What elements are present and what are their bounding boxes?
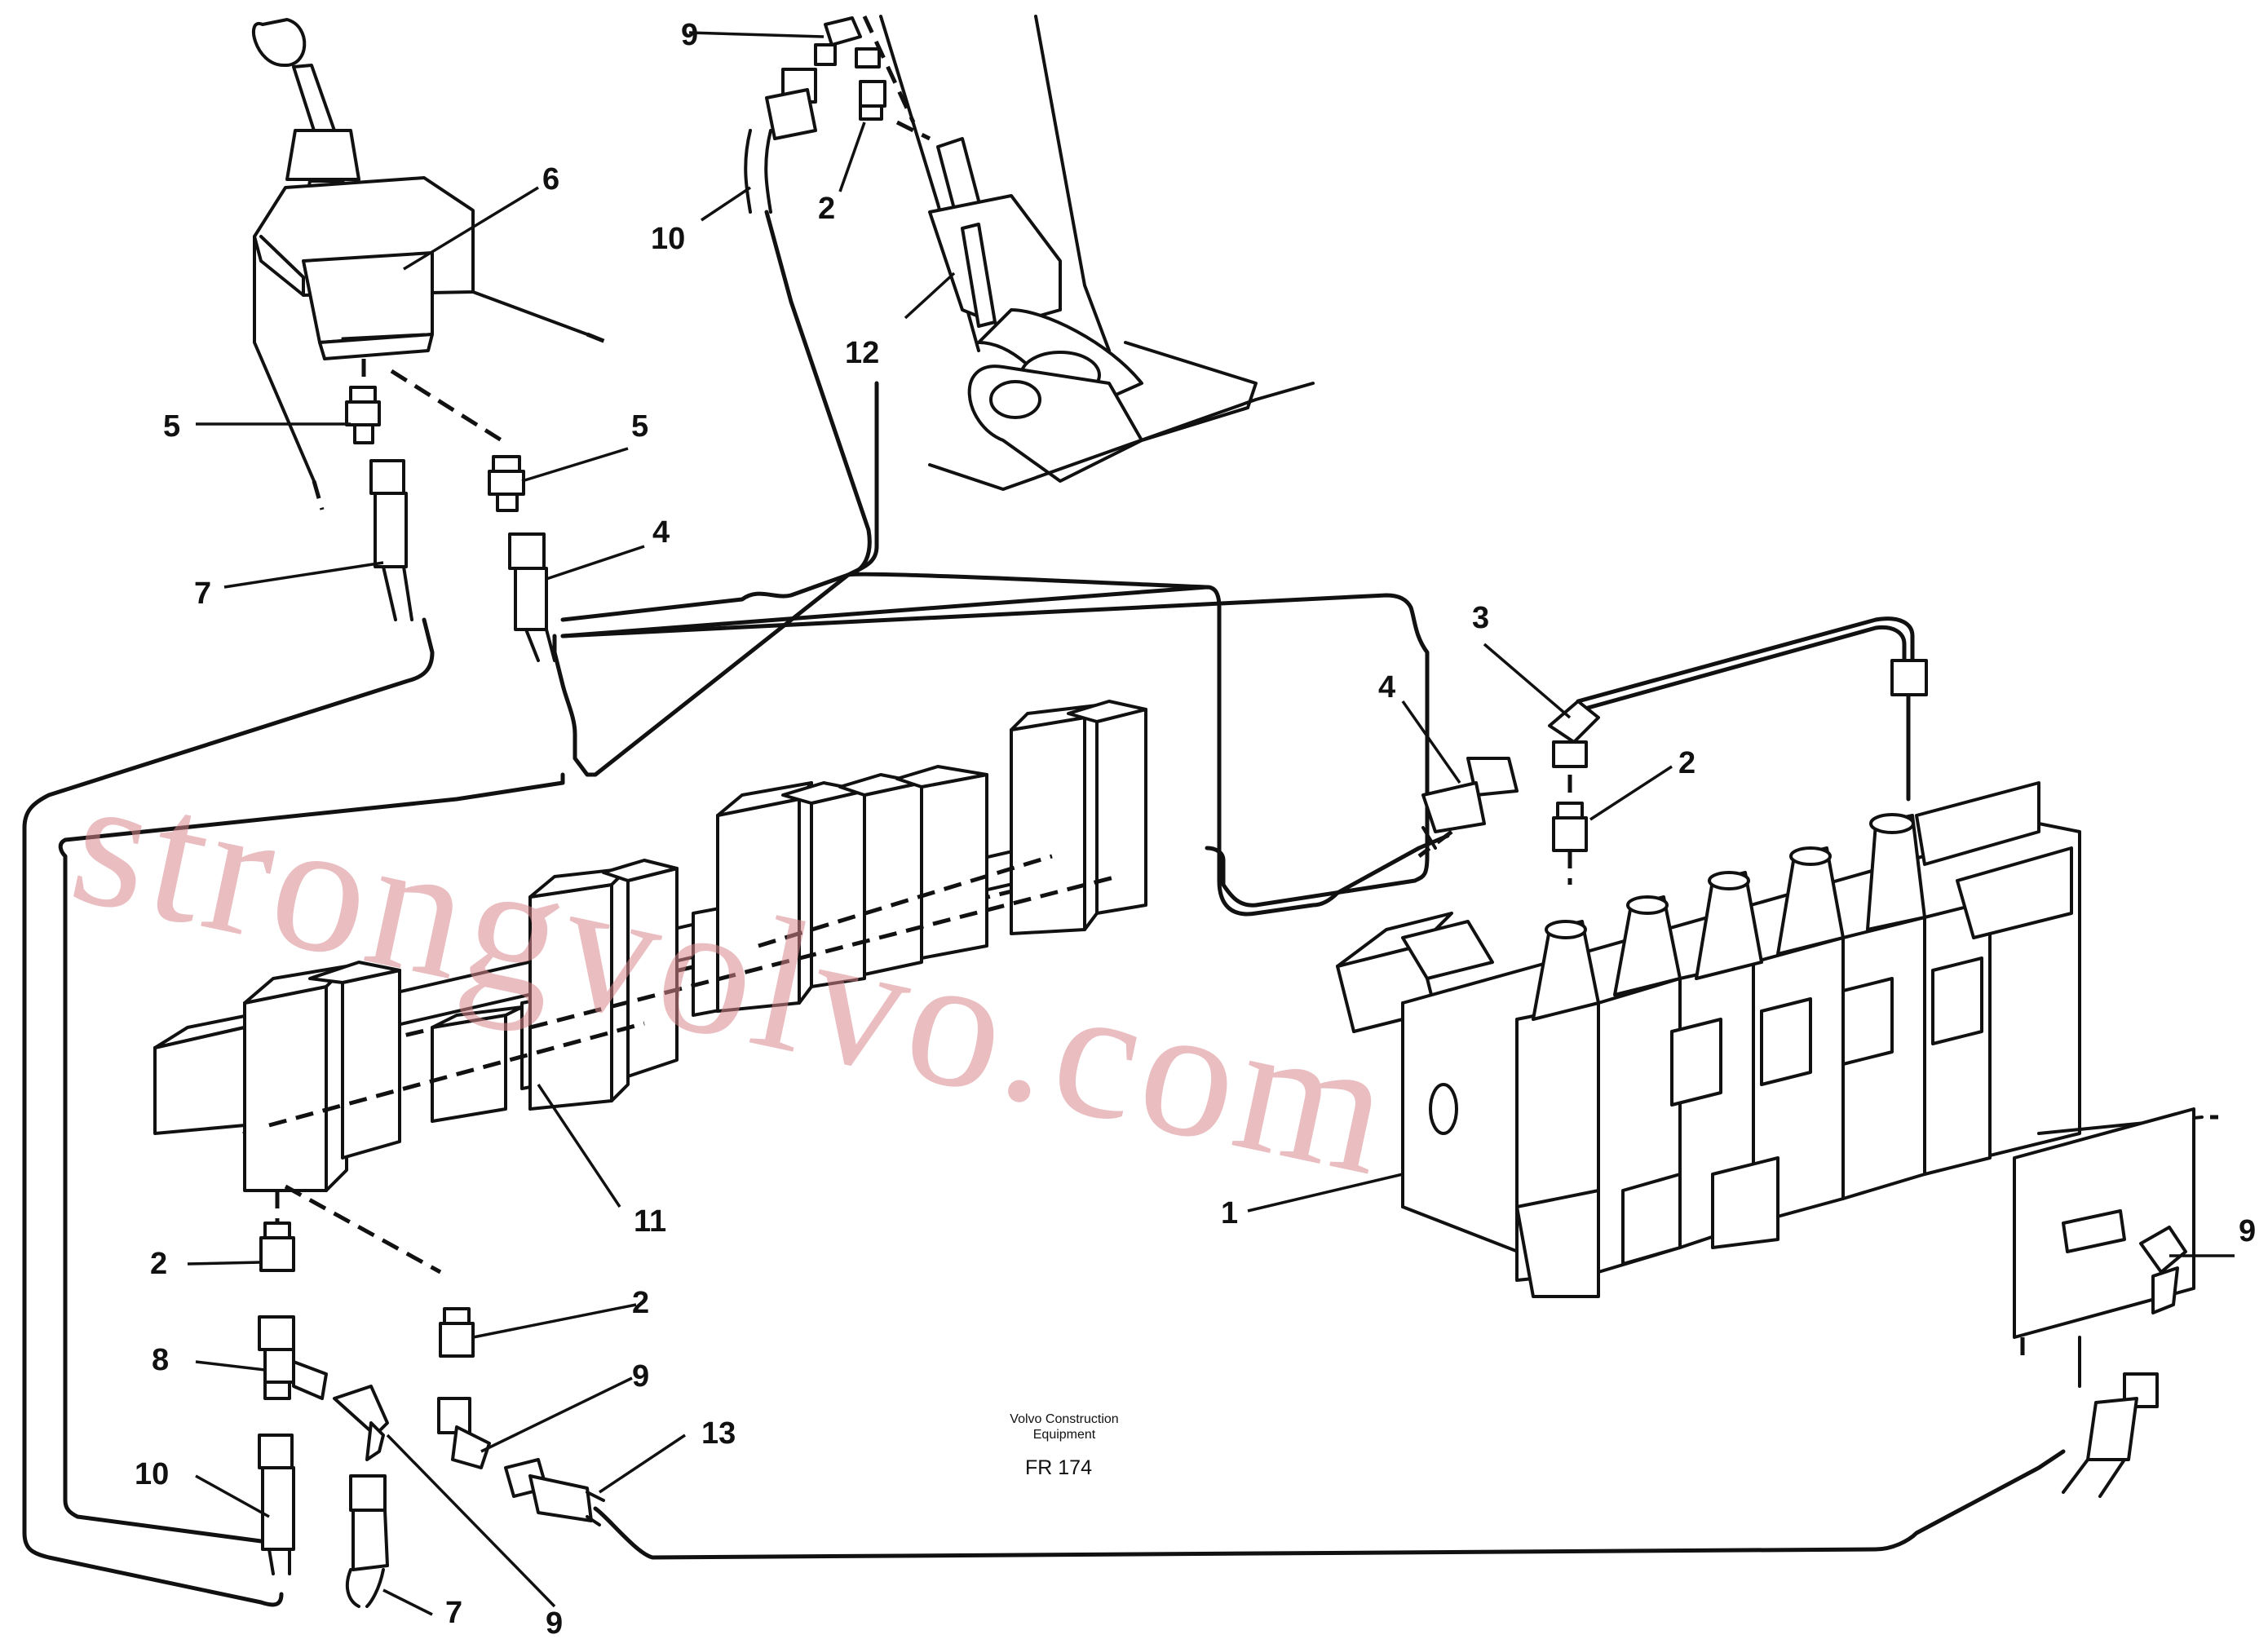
hose-end-fitting xyxy=(369,459,413,621)
maker-line-1: Volvo Construction xyxy=(1010,1412,1118,1426)
hose-end-fitting xyxy=(1890,659,1928,696)
valve-block xyxy=(528,867,630,1111)
union-fitting xyxy=(259,1191,295,1272)
hose-end-fitting xyxy=(1421,757,1519,850)
fitting-group-bank-right xyxy=(284,1184,605,1526)
callout-2-bank-left: 2 xyxy=(150,1247,167,1281)
callout-8: 8 xyxy=(152,1343,169,1377)
hose-end-fitting xyxy=(744,68,817,214)
callout-6: 6 xyxy=(542,162,559,197)
hydraulic-cylinder-assembly xyxy=(862,15,1315,491)
callout-2-bank-right: 2 xyxy=(632,1286,649,1320)
union-fitting xyxy=(390,369,525,512)
callout-5-left: 5 xyxy=(163,409,180,444)
valve-block xyxy=(781,781,866,988)
elbow-fitting xyxy=(437,1397,491,1469)
union-fitting xyxy=(439,1307,475,1358)
valve-block xyxy=(243,965,348,1192)
valve-block xyxy=(308,961,401,1160)
figure-caption: Volvo Construction Equipment FR 174 xyxy=(1010,1412,1118,1479)
valve-block xyxy=(716,781,813,1013)
fitting-group-joystick xyxy=(345,359,556,662)
hose-end-fitting xyxy=(2062,1372,2159,1498)
valve-block xyxy=(1067,700,1147,915)
callout-4-valve: 4 xyxy=(1378,670,1395,705)
callout-labels: 1 2 2 2 2 3 4 4 5 5 6 7 7 8 9 9 9 9 10 1… xyxy=(135,18,2256,1639)
joystick-control-lever xyxy=(251,18,608,510)
callout-7-joystick: 7 xyxy=(194,577,211,611)
valve-block xyxy=(602,859,679,1078)
callout-9-mid: 9 xyxy=(632,1359,649,1394)
callout-9-right: 9 xyxy=(2239,1214,2256,1248)
hose-end-fitting xyxy=(258,1434,295,1575)
maker-line-2: Equipment xyxy=(1033,1428,1096,1442)
callout-10-bottom: 10 xyxy=(135,1457,169,1491)
callout-3: 3 xyxy=(1472,601,1489,635)
callout-5-right: 5 xyxy=(631,409,648,444)
solenoid-valve-bank xyxy=(153,700,1147,1192)
callout-13: 13 xyxy=(701,1416,736,1451)
callout-11: 11 xyxy=(634,1204,666,1239)
hose-end-fitting xyxy=(508,532,556,662)
union-fitting xyxy=(855,47,886,121)
tee-fitting xyxy=(258,1315,328,1400)
callout-12: 12 xyxy=(845,336,879,370)
tee-fitting xyxy=(1548,700,1600,768)
fitting-group-valve xyxy=(1421,659,2187,1498)
elbow-fitting xyxy=(814,16,862,66)
fitting-group-bank-left xyxy=(258,1191,389,1608)
callout-7-bottom: 7 xyxy=(445,1596,462,1630)
figure-code: FR 174 xyxy=(1025,1456,1092,1479)
callout-2-valve: 2 xyxy=(1678,746,1695,780)
hose-end-fitting xyxy=(345,1474,389,1608)
callout-10-top: 10 xyxy=(651,222,685,256)
callout-9-top: 9 xyxy=(681,18,698,52)
hose-end-fitting xyxy=(504,1458,605,1526)
elbow-fitting xyxy=(2139,1226,2187,1314)
union-fitting xyxy=(1552,775,1588,885)
main-control-valve xyxy=(1336,781,2218,1388)
callout-1: 1 xyxy=(1221,1196,1238,1230)
callout-9-bottom: 9 xyxy=(546,1606,563,1639)
leader-lines xyxy=(187,31,2235,1616)
elbow-fitting xyxy=(333,1385,389,1461)
union-fitting xyxy=(345,359,381,444)
hose-routing xyxy=(22,210,2066,1607)
fitting-group-top xyxy=(744,16,886,214)
callout-2-top: 2 xyxy=(818,192,835,226)
callout-4-joystick: 4 xyxy=(652,515,670,550)
